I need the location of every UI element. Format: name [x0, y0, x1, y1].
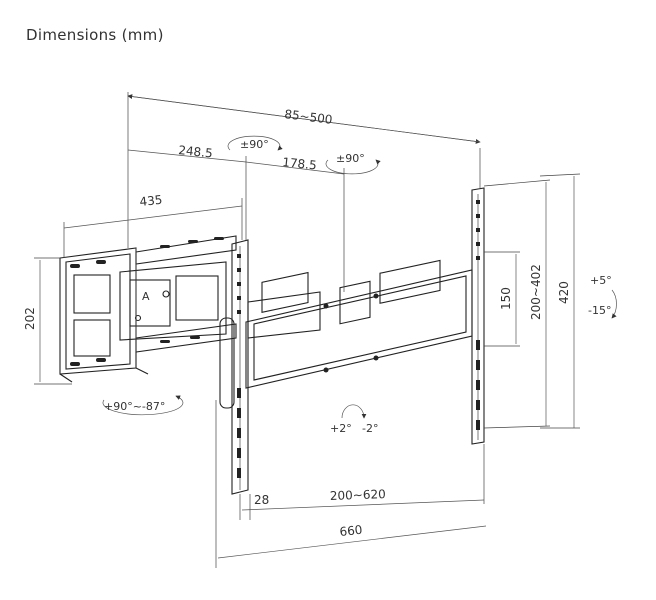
articulating-arms: A [119, 235, 321, 353]
label-swivel-base: +90°~-87° [104, 400, 165, 413]
label-arm-b: 178.5 [282, 155, 318, 173]
wall-plate [59, 247, 149, 383]
label-wall-plate-height: 202 [23, 307, 37, 330]
label-pivot-minus: -2° [362, 422, 378, 435]
dimension-lines [34, 92, 581, 568]
label-hole-spacing: 150 [499, 287, 513, 310]
label-overall-height: 420 [557, 281, 571, 304]
label-overall-width: 660 [339, 523, 363, 539]
label-swivel-b: ±90° [336, 152, 365, 165]
rotation-labels: ±90° ±90° +5° -15° +2° -2° +90°~-87° [104, 138, 612, 435]
label-swivel-a: ±90° [240, 138, 269, 151]
label-wall-plate-width: 435 [139, 193, 163, 209]
label-plate-offset: 28 [254, 493, 269, 507]
label-vesa-vertical: 200~402 [529, 264, 543, 320]
label-arm-a: 248.5 [178, 143, 214, 161]
rotation-indicators [102, 135, 617, 419]
svg-text:A: A [142, 290, 150, 303]
label-overall-extension: 85~500 [284, 107, 334, 127]
label-tilt-up: +5° [590, 274, 612, 287]
tv-bracket [219, 187, 485, 495]
label-vesa-horizontal: 200~620 [330, 487, 386, 503]
dimension-labels: 85~500 248.5 178.5 435 202 150 200~402 4… [23, 107, 571, 539]
page-title: Dimensions (mm) [26, 26, 164, 44]
label-pivot-plus: +2° [330, 422, 352, 435]
label-tilt-down: -15° [588, 304, 611, 317]
